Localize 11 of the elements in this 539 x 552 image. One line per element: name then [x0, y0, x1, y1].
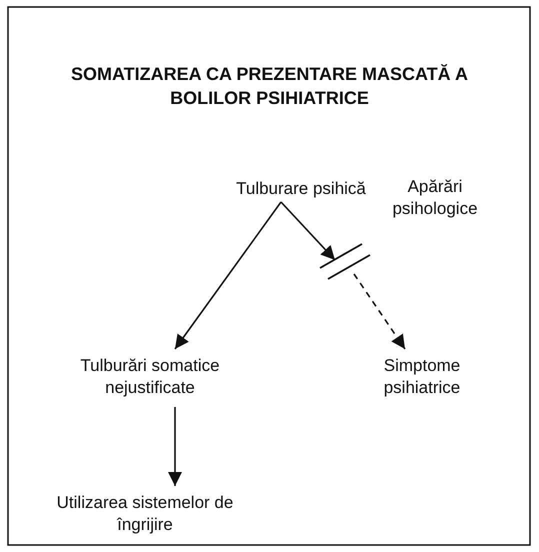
- node-text: Simptome psihiatrice: [382, 355, 462, 399]
- node-text: Tulburări somatice nejustificate: [79, 355, 221, 399]
- arrow: [168, 407, 182, 486]
- barrier-label: Apărări psihologice: [391, 176, 479, 220]
- arrow: [174, 202, 282, 350]
- arrow: [353, 274, 406, 350]
- arrow: [280, 201, 336, 261]
- title: SOMATIZAREA CA PREZENTARE MASCATĂ A BOLILOR PSIHIATRICE: [70, 63, 469, 110]
- node-text: Tulburare psihică: [235, 178, 367, 200]
- node-text: Utilizarea sistemelor de îngrijire: [56, 492, 234, 536]
- barrier-symbol: [318, 243, 372, 281]
